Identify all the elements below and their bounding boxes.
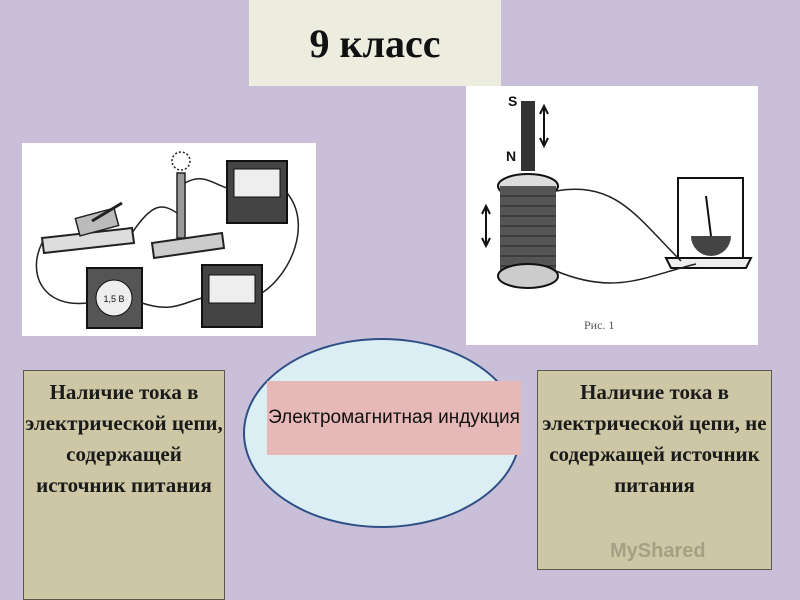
center-label: Электромагнитная индукция [268, 407, 520, 428]
watermark: MyShared [610, 540, 706, 562]
magnet-n-label: N [506, 148, 516, 164]
right-text-box: Наличие тока в электрической цепи, не со… [537, 370, 772, 570]
right-description: Наличие тока в электрической цепи, не со… [542, 380, 767, 497]
coil-magnet-image: S N Рис. 1 [466, 86, 758, 345]
left-description: Наличие тока в электрической цепи, содер… [25, 380, 223, 497]
title-box: 9 класс [249, 0, 501, 86]
center-label-box: Электромагнитная индукция [267, 381, 521, 455]
magnet-s-label: S [508, 93, 517, 109]
circuit-with-battery-image: 1,5 В [22, 143, 316, 336]
left-text-box: Наличие тока в электрической цепи, содер… [23, 370, 225, 600]
battery-label: 1,5 В [103, 294, 124, 304]
figure-caption: Рис. 1 [584, 318, 614, 332]
circuit-drawing: 1,5 В [35, 151, 300, 329]
slide-title: 9 класс [309, 20, 441, 66]
induction-drawing: S N Рис. 1 [481, 93, 753, 332]
